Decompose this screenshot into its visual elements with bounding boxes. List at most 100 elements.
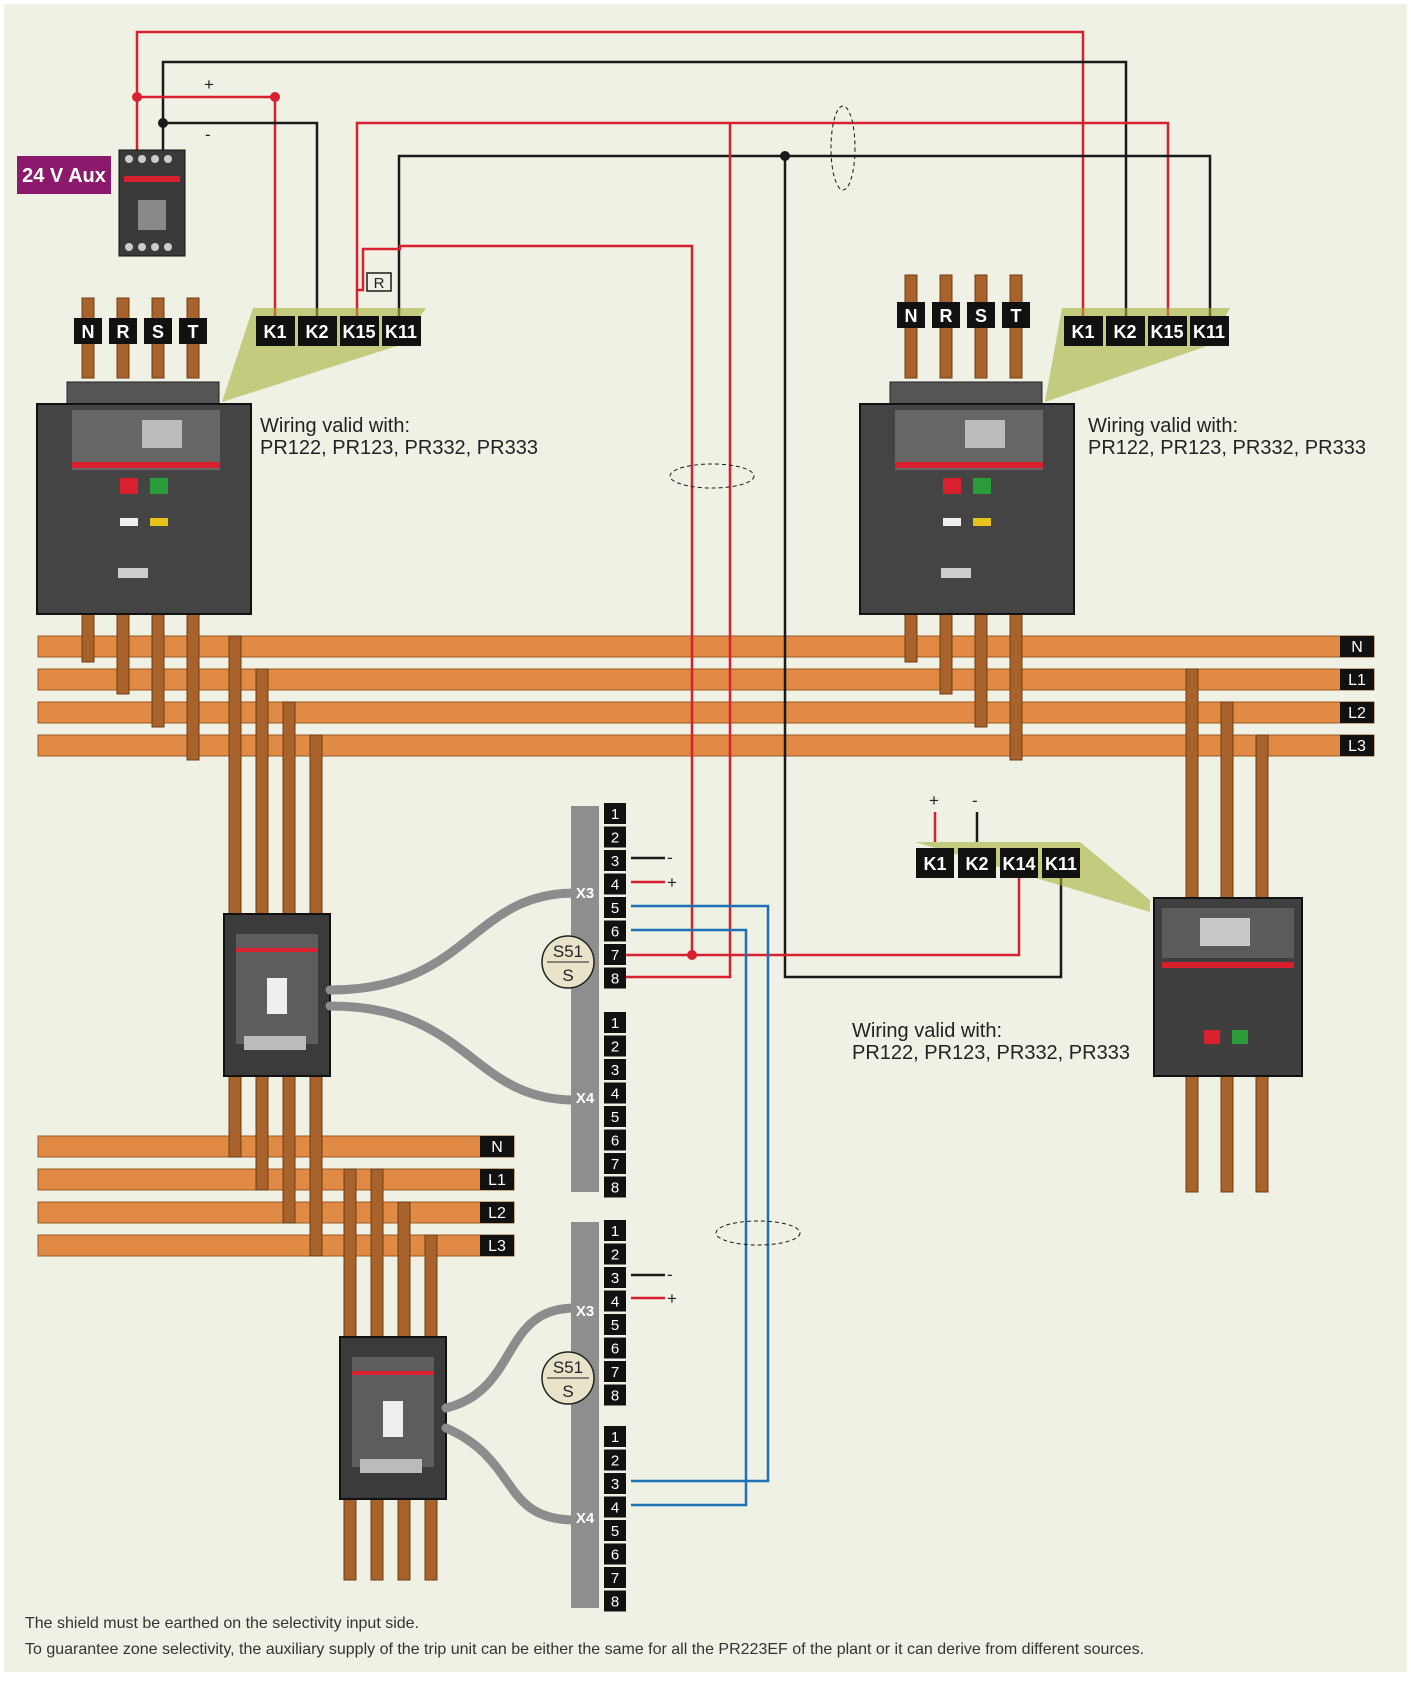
phase-labels-left: N R S T [74, 318, 207, 344]
svg-text:Wiring valid with:: Wiring valid with: [260, 415, 410, 437]
block-rail-middle [571, 806, 599, 1192]
terminal-number: 1 [611, 806, 619, 823]
terminal-number-box [604, 1449, 626, 1471]
terminal-number: 7 [611, 1364, 619, 1381]
terminal-number-box [604, 1337, 626, 1359]
terminal-number-box [604, 803, 626, 824]
svg-text:N: N [82, 322, 95, 342]
block-plus-sign: + [667, 1289, 677, 1308]
terminal-number-box [604, 1496, 626, 1518]
block-minus-sign: - [667, 1265, 673, 1284]
x4-label: X4 [576, 1090, 595, 1107]
terminal-number-box [604, 1129, 626, 1151]
svg-text:PR122, PR123, PR332, PR333: PR122, PR123, PR332, PR333 [260, 437, 538, 459]
terminal-number: 1 [611, 1223, 619, 1240]
terminal-number: 6 [611, 1133, 619, 1150]
terminal-number: 7 [611, 1570, 619, 1587]
svg-text:T: T [188, 322, 199, 342]
busbar-label-l3: L3 [1340, 735, 1374, 756]
svg-text:T: T [1011, 306, 1022, 326]
lower-busbar-label-l1: L1 [480, 1169, 514, 1190]
svg-text:K1: K1 [923, 854, 946, 874]
terminal-number: 2 [611, 1247, 619, 1264]
terminal-number-box [604, 1267, 626, 1288]
terminal-number-box [604, 967, 626, 989]
terminal-number: 5 [611, 1523, 619, 1540]
x3-label: X3 [576, 885, 594, 902]
footer-note-1: The shield must be earthed on the select… [25, 1615, 419, 1632]
terminal-number: 1 [611, 1429, 619, 1446]
terminal-number-box [604, 1384, 626, 1406]
aux-plus-sign: + [204, 75, 214, 94]
lower-busbar-label-n: N [480, 1136, 514, 1157]
terminal-number: 8 [611, 1180, 619, 1197]
svg-text:L3: L3 [1348, 738, 1366, 755]
terminal-number: 6 [611, 924, 619, 941]
terminal-k1: K1 [1064, 316, 1103, 346]
svg-text:K11: K11 [385, 322, 417, 342]
footer-note-2: To guarantee zone selectivity, the auxil… [25, 1641, 1144, 1658]
svg-text:K2: K2 [1113, 322, 1136, 342]
terminal-number-box [604, 1220, 626, 1241]
terminals-upper-right: K1 K2 K15 K11 [1045, 308, 1230, 402]
terminal-number: 3 [611, 1476, 619, 1493]
terminal-number-box [604, 1106, 626, 1127]
terminal-k15: K15 [1148, 316, 1187, 346]
shield-upper [830, 105, 856, 191]
terminal-number: 3 [611, 1062, 619, 1079]
phase-s: S [967, 302, 995, 328]
terminal-number-box [604, 1290, 626, 1312]
svg-text:K14: K14 [1002, 854, 1035, 874]
terminal-blocks: X3 X4 X3 X4 1234567812345678123456781234… [571, 803, 626, 1612]
block-minus-sign: - [667, 848, 673, 867]
right-minus-sign: - [972, 791, 978, 810]
svg-text:K2: K2 [965, 854, 988, 874]
s51-symbol-lower: S51 S [541, 1351, 595, 1405]
lower-busbar-group: N L1 L2 L3 [37, 1135, 515, 1257]
wiring-note-right: Wiring valid with: PR122, PR123, PR332, … [1088, 415, 1366, 459]
wiring-note-lower: Wiring valid with: PR122, PR123, PR332, … [852, 1020, 1130, 1064]
svg-text:S51: S51 [553, 942, 583, 961]
svg-text:S: S [562, 1382, 573, 1401]
terminal-number: 4 [611, 1294, 619, 1311]
terminal-number: 3 [611, 853, 619, 870]
terminal-number-box [604, 1426, 626, 1447]
block-rail-lower [571, 1222, 599, 1608]
svg-text:N: N [491, 1139, 503, 1156]
lower-busbar-l3 [37, 1234, 515, 1257]
svg-text:Wiring valid with:: Wiring valid with: [852, 1020, 1002, 1042]
terminal-number-box [604, 1543, 626, 1565]
terminal-number-box [604, 826, 626, 848]
terminal-number: 7 [611, 947, 619, 964]
shield-lower [715, 1220, 801, 1246]
svg-text:N: N [1351, 639, 1363, 656]
x4-label: X4 [576, 1510, 595, 1527]
phase-labels-right: N R S T [897, 302, 1030, 328]
right-plus-sign: + [929, 791, 939, 810]
svg-text:PR122, PR123, PR332, PR333: PR122, PR123, PR332, PR333 [852, 1042, 1130, 1064]
svg-text:S: S [562, 966, 573, 985]
lower-busbar-label-l2: L2 [480, 1202, 514, 1223]
svg-text:L1: L1 [1348, 672, 1366, 689]
trip-unit-right [1153, 897, 1303, 1077]
terminal-number: 4 [611, 1500, 619, 1517]
terminal-number-box [604, 944, 626, 965]
svg-text:PR122, PR123, PR332, PR333: PR122, PR123, PR332, PR333 [1088, 437, 1366, 459]
terminal-number: 3 [611, 1270, 619, 1287]
terminal-number-box [604, 1243, 626, 1265]
terminal-number: 1 [611, 1015, 619, 1032]
resistor: R [366, 272, 392, 292]
phase-n: N [897, 302, 925, 328]
terminal-number-box [604, 1590, 626, 1612]
selectivity-wiring [631, 904, 770, 1507]
svg-text:K2: K2 [305, 322, 328, 342]
terminal-number-box [604, 1176, 626, 1198]
svg-text:S51: S51 [553, 1358, 583, 1377]
phase-r: R [932, 302, 960, 328]
lower-busbar-l1 [37, 1168, 515, 1191]
x3-label: X3 [576, 1303, 594, 1320]
terminal-number-box [604, 1035, 626, 1057]
svg-text:L2: L2 [1348, 705, 1366, 722]
terminal-number-box [604, 920, 626, 942]
